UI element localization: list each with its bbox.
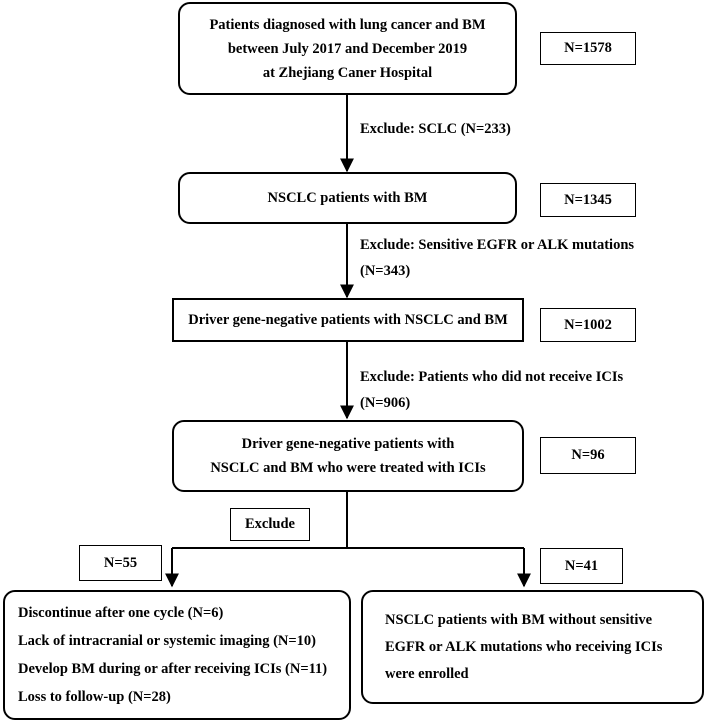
count-box4: N=96	[540, 437, 636, 474]
excluded-reason-1: Discontinue after one cycle (N=6)	[18, 605, 224, 621]
enrolled-line-2: EGFR or ALK mutations who receiving ICIs	[385, 638, 663, 655]
count-box3: N=1002	[540, 308, 636, 342]
box2-text: NSCLC patients with BM	[267, 190, 428, 206]
count-box1: N=1578	[540, 32, 636, 65]
exclude-no-ici-note: Exclude: Patients who did not receive IC…	[360, 364, 623, 416]
box-enrolled-patients: NSCLC patients with BM without sensitive…	[361, 590, 704, 704]
enrolled-line-1: NSCLC patients with BM without sensitive	[385, 611, 653, 628]
box-treated-with-icis: Driver gene-negative patients with NSCLC…	[172, 420, 524, 492]
count-excluded: N=55	[79, 545, 162, 581]
box-excluded-reasons: Discontinue after one cycle (N=6) Lack o…	[3, 590, 351, 720]
box-diagnosed-patients: Patients diagnosed with lung cancer and …	[178, 2, 517, 95]
excluded-reason-3: Develop BM during or after receiving ICI…	[18, 661, 328, 677]
exclude3-line-1: Exclude: Patients who did not receive IC…	[360, 369, 624, 385]
box3-text: Driver gene-negative patients with NSCLC…	[188, 312, 508, 328]
box4-line-1: Driver gene-negative patients with	[241, 436, 455, 452]
exclude-egfr-alk-note: Exclude: Sensitive EGFR or ALK mutations…	[360, 232, 634, 284]
exclude3-line-2: (N=906)	[360, 395, 411, 411]
exclude2-line-1: Exclude: Sensitive EGFR or ALK mutations	[360, 237, 635, 253]
excluded-reason-4: Loss to follow-up (N=28)	[18, 689, 171, 705]
exclude-sclc-note: Exclude: SCLC (N=233)	[360, 121, 511, 137]
enrolled-line-3: were enrolled	[385, 665, 469, 682]
box-nsclc-patients: NSCLC patients with BM	[178, 172, 517, 224]
exclude-label: Exclude	[230, 508, 310, 541]
box1-line-1: Patients diagnosed with lung cancer and …	[209, 16, 486, 33]
count-box2: N=1345	[540, 183, 636, 217]
box1-line-3: at Zhejiang Caner Hospital	[262, 64, 433, 81]
count-enrolled: N=41	[540, 548, 623, 584]
box1-line-2: between July 2017 and December 2019	[227, 40, 468, 57]
box4-line-2: NSCLC and BM who were treated with ICIs	[210, 460, 486, 476]
excluded-reason-2: Lack of intracranial or systemic imaging…	[18, 633, 316, 649]
exclude2-line-2: (N=343)	[360, 263, 411, 279]
box-driver-negative: Driver gene-negative patients with NSCLC…	[172, 298, 524, 342]
